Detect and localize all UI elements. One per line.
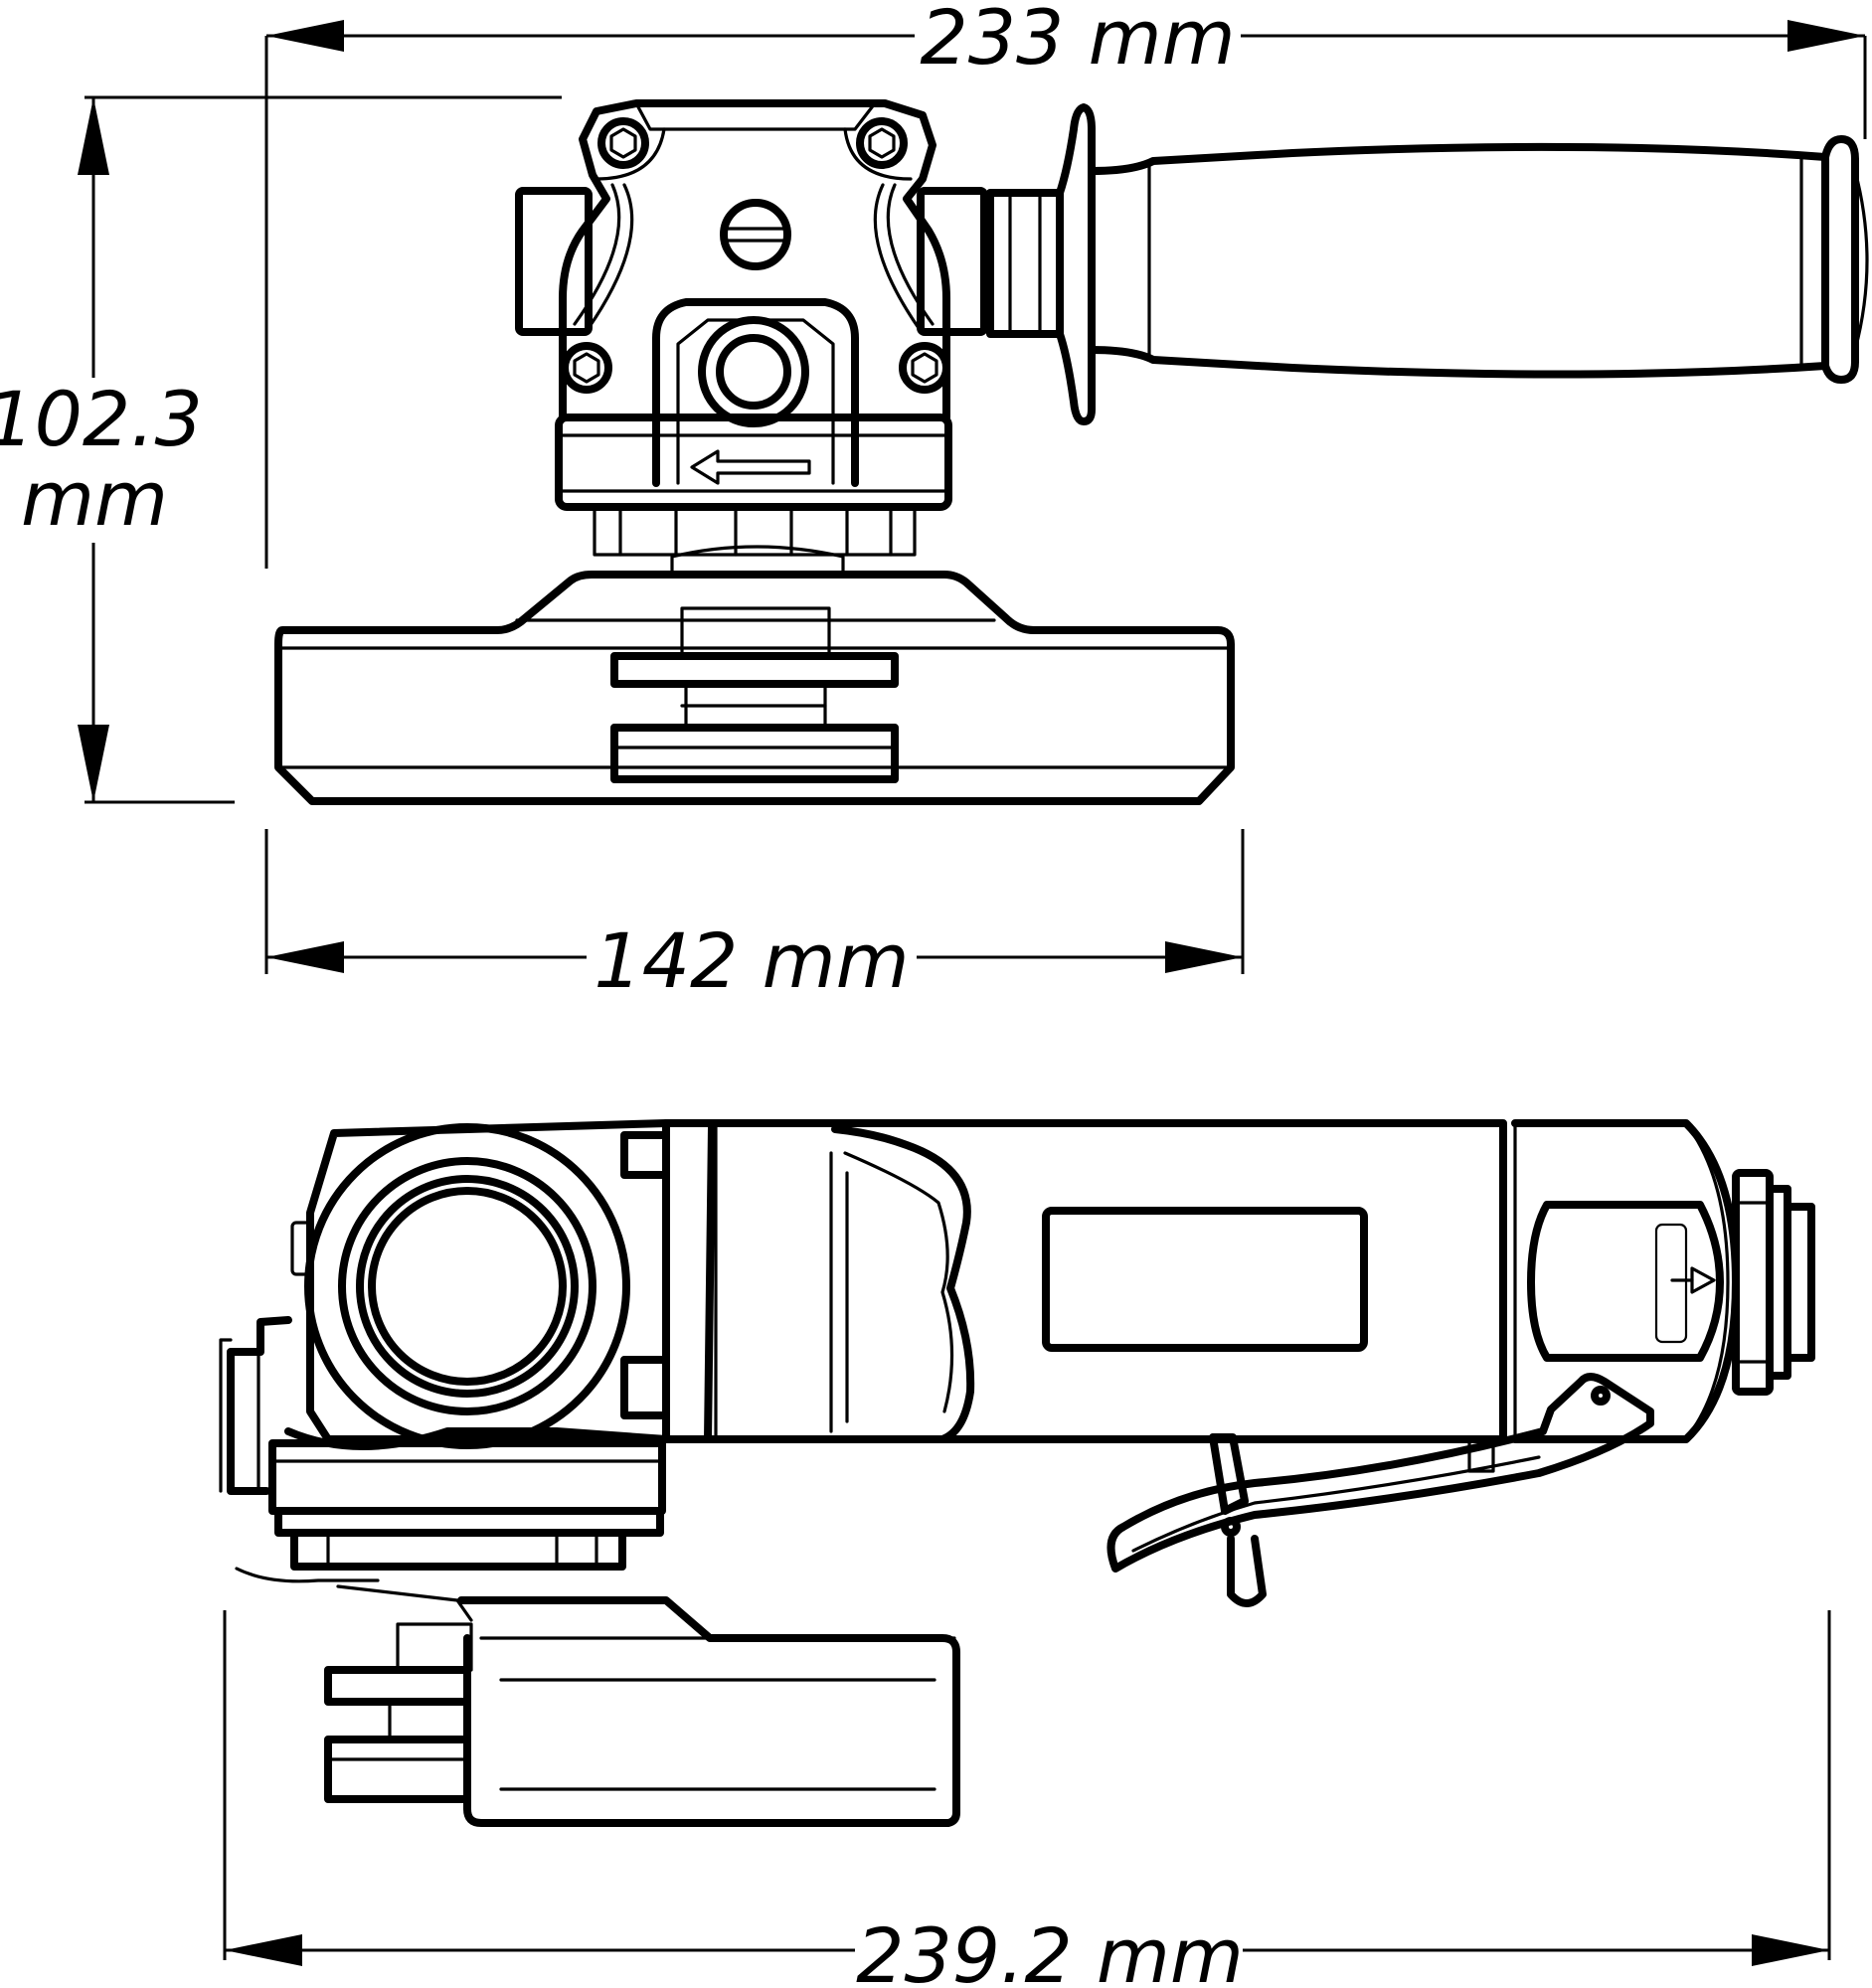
side-wheel-guard [324, 1584, 960, 1827]
grip-band [704, 1123, 975, 1443]
dimension-height: 102.3 mm [0, 95, 562, 804]
gear-head-housing [515, 99, 988, 487]
side-gear-head [219, 1119, 718, 1583]
dimension-label-top-width: 233 mm [920, 0, 1235, 82]
motor-housing [662, 1119, 1815, 1443]
dimension-wheel-width: 142 mm [264, 829, 1245, 1005]
dimension-label-height-unit: mm [21, 454, 168, 543]
dimension-total-length: 239.2 mm [223, 1610, 1831, 1988]
dimension-top-width: 233 mm [264, 0, 1867, 569]
side-view [219, 1119, 1815, 1827]
gear-head-collar [555, 414, 952, 557]
dimension-label-total-length: 239.2 mm [856, 1911, 1244, 1988]
dimension-label-height-value: 102.3 [0, 375, 203, 463]
wheel-guard [274, 571, 1235, 805]
dimension-label-wheel-width: 142 mm [594, 916, 909, 1005]
side-handle [986, 103, 1869, 425]
spindle-flanges [610, 545, 899, 783]
top-view [274, 99, 1869, 805]
trigger-lever [1106, 1373, 1654, 1607]
